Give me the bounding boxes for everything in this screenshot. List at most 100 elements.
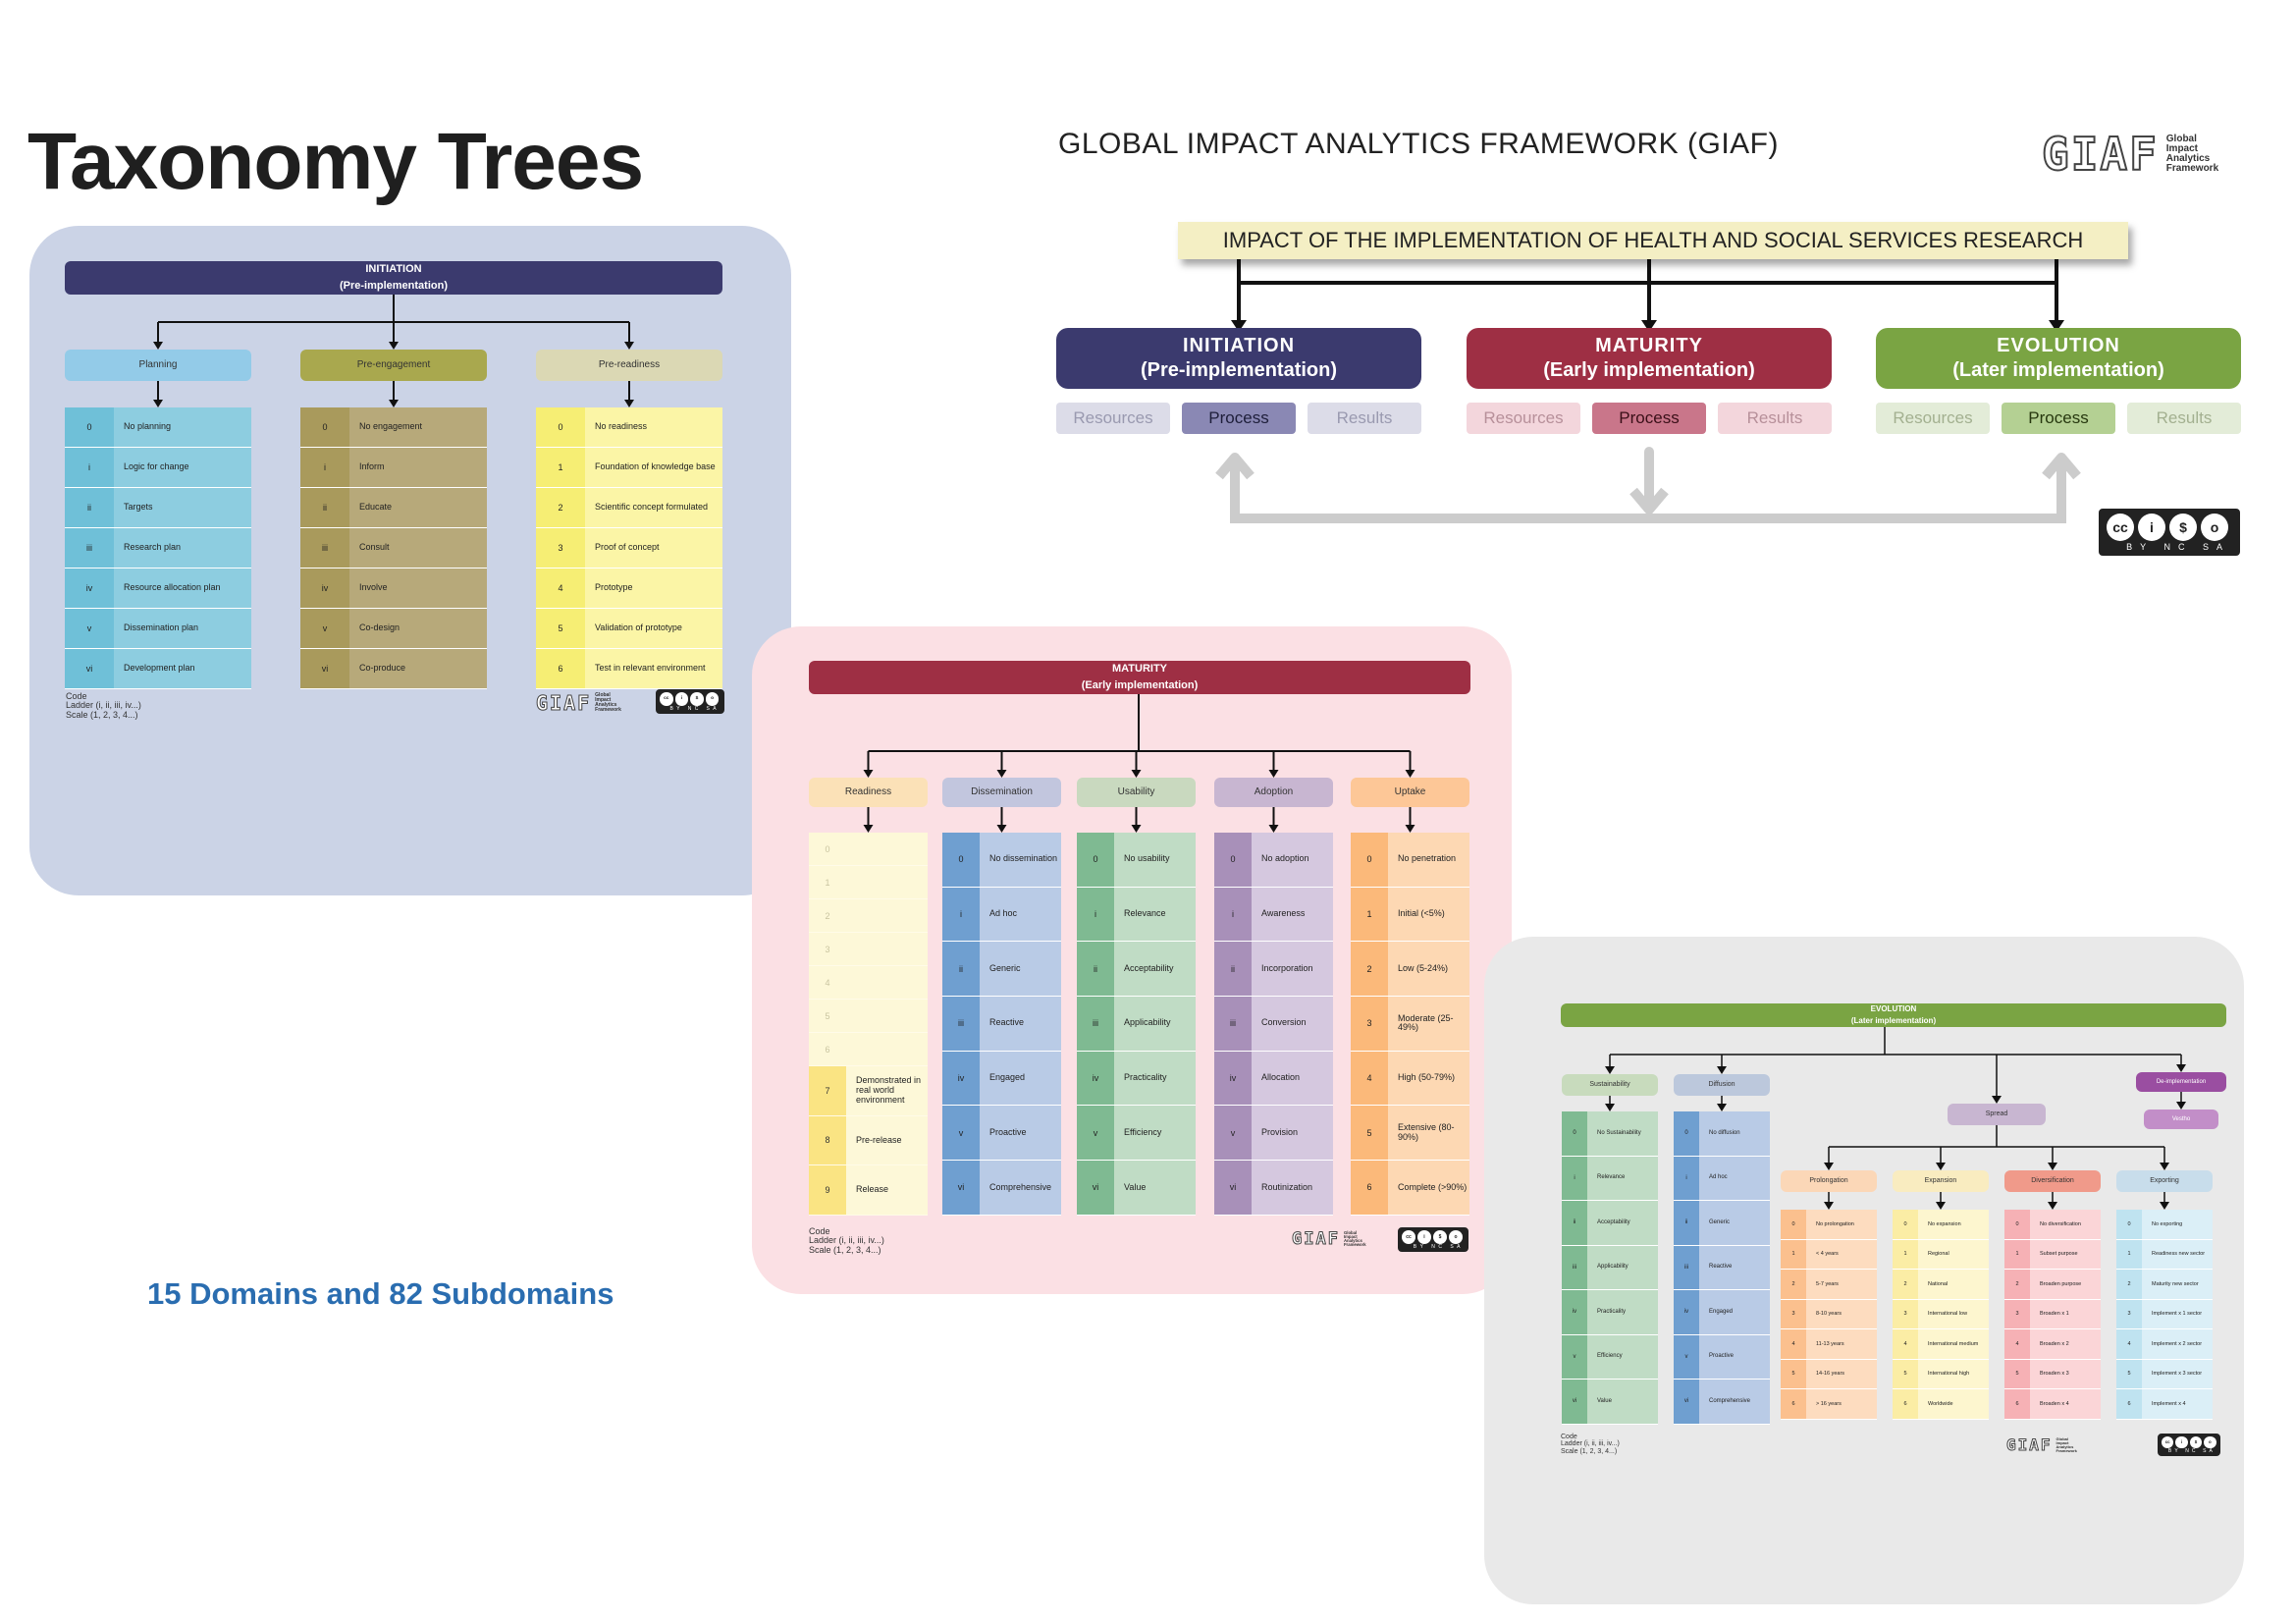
row-code: iv xyxy=(1674,1290,1699,1334)
row-label: Broaden purpose xyxy=(2030,1270,2101,1299)
row-code: 5 xyxy=(1351,1106,1388,1161)
evolution-header-line1: EVOLUTION xyxy=(1870,1004,1917,1013)
row-code: 3 xyxy=(1781,1299,1806,1328)
row-label: No diversification xyxy=(2030,1210,2101,1239)
evolution-branch-2-head xyxy=(1824,1163,1834,1170)
row-code: iii xyxy=(1077,997,1114,1051)
row-code: 9 xyxy=(809,1165,846,1215)
row-label: Engaged xyxy=(1699,1290,1770,1334)
row-label: Release xyxy=(846,1165,928,1215)
evolution-catarrow-5-head xyxy=(2160,1202,2169,1210)
row-code: iv xyxy=(942,1051,980,1106)
row-label: Maturity new sector xyxy=(2142,1270,2213,1299)
row-label: Proof of concept xyxy=(585,528,722,568)
row-label: No Sustainability xyxy=(1587,1111,1658,1156)
cc-label: NC xyxy=(2185,1448,2204,1455)
legend-line: Scale (1, 2, 3, 4...) xyxy=(66,709,138,720)
row-label xyxy=(846,866,928,898)
evolution-deimplementation: De-implementation xyxy=(2136,1072,2226,1092)
row-code: 0 xyxy=(942,833,980,887)
row-label: Engaged xyxy=(980,1051,1061,1106)
evolution-deimpl-leaf: Vestho xyxy=(2144,1110,2218,1129)
row-label: Worldwide xyxy=(1918,1389,1989,1419)
row-code: 4 xyxy=(809,966,846,999)
row-code: iv xyxy=(65,568,114,608)
maturity-resources-pill: Resources xyxy=(1467,403,1580,434)
row-label: Development plan xyxy=(114,649,251,688)
maturity-branch-3-head xyxy=(1268,770,1279,778)
evolution-col-2-row: 6> 16 years xyxy=(1781,1389,1877,1420)
row-label: National xyxy=(1918,1270,1989,1299)
row-label: Prototype xyxy=(585,568,722,608)
row-label: Practicality xyxy=(1587,1290,1658,1334)
row-label: Broaden x 2 xyxy=(2030,1329,2101,1359)
row-code: 0 xyxy=(1562,1111,1587,1156)
row-code: ii xyxy=(300,488,349,527)
cc-icon-3: o xyxy=(1449,1230,1463,1244)
row-code: ii xyxy=(1214,942,1252,997)
maturity-header-line2: (Early implementation) xyxy=(1081,679,1199,691)
evolution-catarrow-2-head xyxy=(1824,1202,1834,1210)
row-label: Applicability xyxy=(1587,1245,1658,1289)
domains-summary: 15 Domains and 82 Subdomains xyxy=(147,1276,614,1311)
row-code: iii xyxy=(65,528,114,568)
row-code: vi xyxy=(1214,1161,1252,1215)
giaf-logo-mark: GIAF xyxy=(2041,127,2159,182)
cc-icon-0: cc xyxy=(2162,1436,2174,1449)
row-code: 6 xyxy=(809,1033,846,1065)
legend-line: Scale (1, 2, 3, 4...) xyxy=(809,1244,881,1255)
evolution-spread-arrow-head xyxy=(1992,1096,2002,1104)
row-code: 4 xyxy=(1351,1051,1388,1106)
by-icon: i xyxy=(2138,514,2165,541)
cc-icon-3: o xyxy=(2204,1436,2216,1449)
maturity-cat-0: Readiness xyxy=(809,778,928,807)
maturity-col-0-row: 6 xyxy=(809,1033,928,1066)
phase-evolution: EVOLUTION (Later implementation) xyxy=(1876,328,2241,389)
initiation-branch-1-head xyxy=(389,342,399,350)
row-label: Implement x 1 sector xyxy=(2142,1299,2213,1328)
row-code: 0 xyxy=(1781,1210,1806,1239)
row-code: iii xyxy=(942,997,980,1051)
evolution-branch-3-head xyxy=(1936,1163,1946,1170)
row-label: Acceptability xyxy=(1587,1201,1658,1245)
row-label: International high xyxy=(1918,1359,1989,1388)
row-label: No usability xyxy=(1114,833,1196,887)
row-label: Dissemination plan xyxy=(114,609,251,648)
evolution-cat-4: Diversification xyxy=(2004,1170,2101,1192)
cc-icon-0: cc xyxy=(1402,1230,1415,1244)
row-label: 8-10 years xyxy=(1806,1299,1877,1328)
cc-labels: BY NC SA xyxy=(2126,542,2230,552)
row-label: Consult xyxy=(349,528,487,568)
maturity-cat-3: Adoption xyxy=(1214,778,1333,807)
row-code: ii xyxy=(942,942,980,997)
evolution-cat-5: Exporting xyxy=(2116,1170,2213,1192)
row-label: No penetration xyxy=(1388,833,1469,887)
cc-label: NC xyxy=(687,705,707,712)
row-label: Logic for change xyxy=(114,448,251,487)
